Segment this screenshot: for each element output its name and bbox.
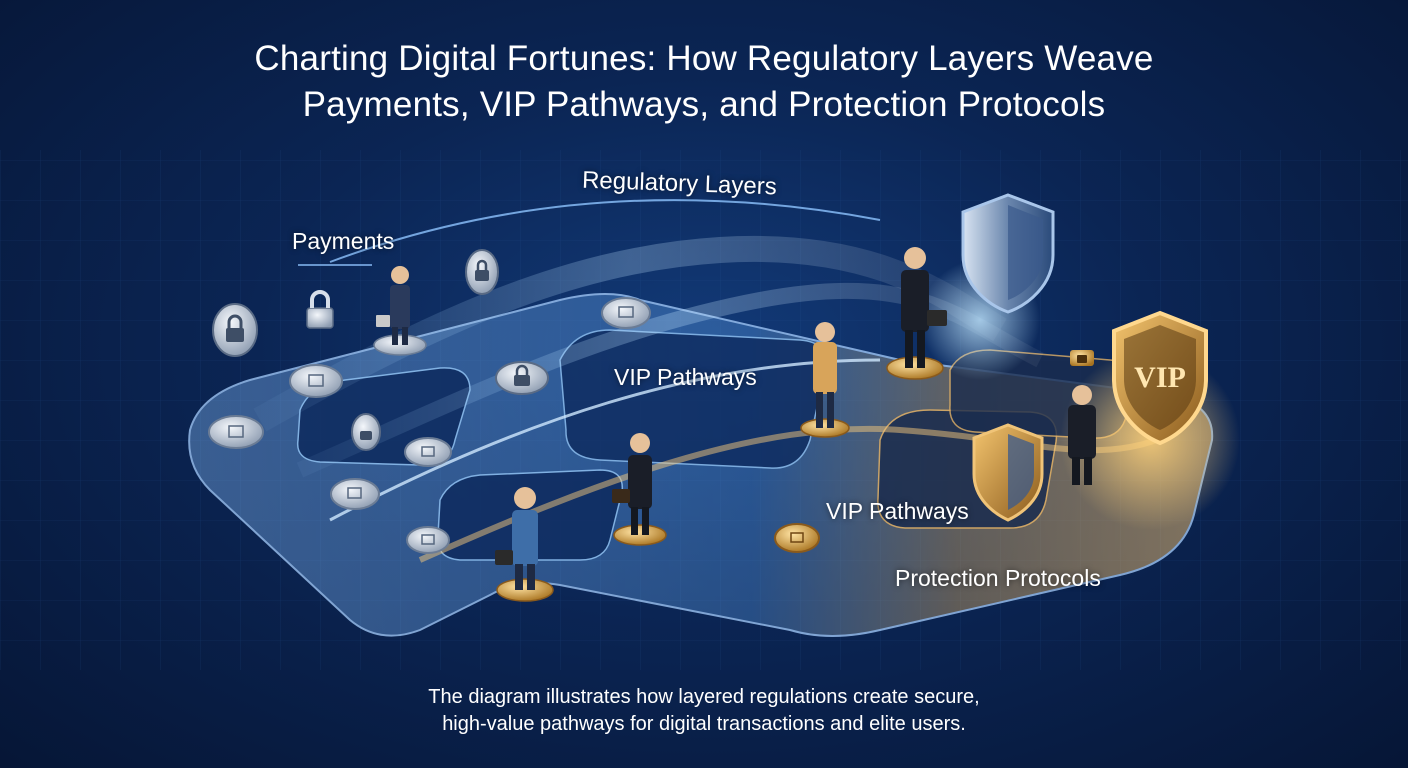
- lock-icon: [351, 413, 381, 451]
- vip-badge-text: VIP: [1134, 361, 1186, 394]
- label-vip-pathways-right: VIP Pathways: [826, 498, 969, 524]
- lock-icon: [306, 290, 334, 329]
- briefcase-icon: [495, 550, 513, 565]
- briefcase-icon: [376, 315, 390, 327]
- lock-icon: [212, 303, 258, 357]
- caption-line-1: The diagram illustrates how layered regu…: [428, 686, 980, 708]
- person-icon: [800, 322, 850, 438]
- lock-icon: [1070, 350, 1094, 366]
- briefcase-icon: [927, 310, 947, 326]
- coin-icon: [330, 478, 380, 510]
- diagram-caption: The diagram illustrates how layered regu…: [0, 684, 1408, 738]
- coin-icon: [406, 526, 450, 554]
- title-line-1: Charting Digital Fortunes: How Regulator…: [254, 39, 1154, 78]
- coin-icon: [601, 297, 651, 329]
- page-title: Charting Digital Fortunes: How Regulator…: [0, 36, 1408, 128]
- caption-line-2: high-value pathways for digital transact…: [442, 713, 966, 735]
- coin-icon: [774, 523, 820, 553]
- regulatory-arc: [329, 199, 881, 263]
- label-protection-protocols: Protection Protocols: [895, 565, 1101, 591]
- label-payments: Payments: [292, 228, 395, 254]
- title-line-2: Payments, VIP Pathways, and Protection P…: [302, 85, 1106, 124]
- person-icon: [886, 247, 947, 380]
- lock-icon: [465, 249, 499, 295]
- coin-icon: [289, 364, 343, 398]
- person-icon: [612, 433, 667, 546]
- person-icon: [373, 266, 427, 356]
- person-icon: [1068, 385, 1096, 485]
- shield-icon: [972, 423, 1044, 522]
- person-icon: [495, 487, 554, 602]
- vip-shield-icon: VIP: [1112, 310, 1208, 446]
- briefcase-icon: [612, 489, 630, 503]
- coin-icon: [404, 437, 452, 467]
- coin-icon: [208, 415, 264, 449]
- label-vip-pathways-center: VIP Pathways: [614, 364, 757, 390]
- lock-icon: [495, 361, 549, 395]
- shield-icon: [961, 193, 1055, 314]
